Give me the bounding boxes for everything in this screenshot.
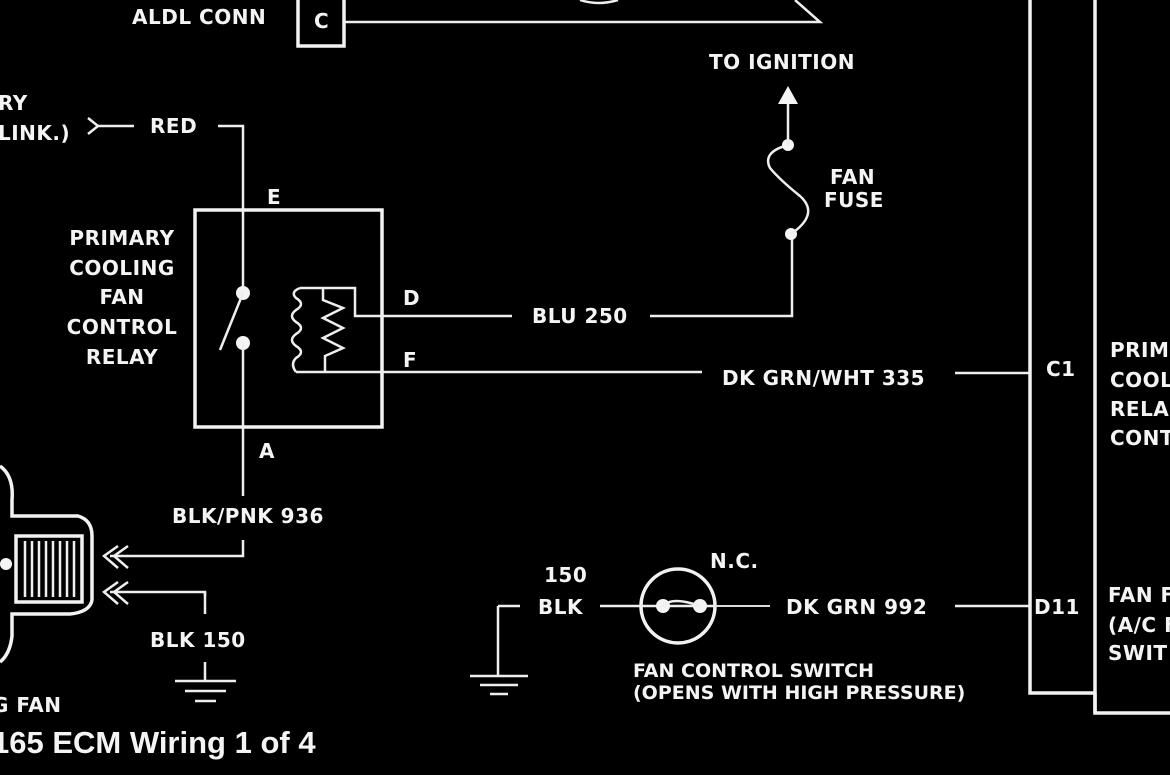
fan-motor-mount-icon (0, 558, 12, 570)
ecm-connector-outline (1028, 0, 1095, 695)
red-wire-right (218, 124, 245, 210)
ecm-pin-d11: D11 (1034, 595, 1080, 619)
ecm-pin-c1: C1 (1046, 357, 1076, 381)
blu-250-label: BLU 250 (532, 304, 628, 328)
blk-150-fan-wire (110, 590, 207, 596)
aldl-connector: ALDL CONN C (132, 0, 824, 48)
battery-label-line2: LINK.) (0, 121, 70, 145)
blk-150-num-label: 150 (544, 563, 587, 587)
coil-top-lead (300, 286, 382, 318)
ecm-c1-desc-line4: CONT (1110, 426, 1170, 450)
relay-pin-e: E (267, 185, 281, 209)
ecm-d11-desc-line3: SWIT (1108, 641, 1168, 665)
ecm-c1-desc-line3: RELA (1110, 397, 1169, 421)
blk-label: BLK (538, 595, 584, 619)
relay-pin-f: F (403, 348, 417, 372)
red-wire-label: RED (150, 114, 197, 138)
ecm-d11-desc-line2: (A/C F (1108, 613, 1170, 637)
dk-grn-wht-335-circuit: DK GRN/WHT 335 (382, 366, 1030, 390)
blk-150-label: BLK 150 (150, 628, 246, 652)
fan-motor-connector-icon (14, 534, 84, 604)
relay-label-line1: PRIMARY (69, 226, 174, 250)
connector-female-icon (87, 117, 101, 135)
relay-label-line4: CONTROL (67, 315, 178, 339)
aldl-pin-label: C (314, 9, 329, 33)
switch-arm-icon (662, 599, 701, 608)
dk-grn-wht-335-label: DK GRN/WHT 335 (722, 366, 925, 390)
to-ignition-label: TO IGNITION (709, 50, 855, 74)
fan-motor-terminals-icon (23, 541, 76, 597)
relay-coil-icon (290, 286, 303, 373)
fan-switch-label-line2: (OPENS WITH HIGH PRESSURE) (633, 682, 965, 704)
relay-pin-a: A (259, 439, 275, 463)
dk-grn-992-label: DK GRN 992 (786, 595, 927, 619)
blu-wire-right (650, 234, 794, 318)
aldl-conn-label: ALDL CONN (132, 5, 266, 29)
connector-male-icon-2 (101, 580, 129, 605)
ecm-d11-desc-line1: FAN F (1108, 583, 1170, 607)
aldl-wire (344, 0, 824, 24)
primary-cooling-fan-relay: PRIMARY COOLING FAN CONTROL RELAY E D F … (67, 185, 420, 496)
fan-fuse-label-line2: FUSE (824, 188, 884, 212)
diagram-caption: 165 ECM Wiring 1 of 4 (0, 725, 316, 760)
relay-label-line3: FAN (99, 285, 144, 309)
relay-label-line5: RELAY (86, 345, 158, 369)
relay-box (193, 208, 384, 429)
blu-250-circuit: BLU 250 TO IGNITION FAN FUSE (382, 50, 884, 328)
relay-pin-d: D (403, 286, 420, 310)
fan-fuse-icon (766, 143, 810, 236)
switch-state-label: N.C. (710, 549, 759, 573)
ecm-module: C1 D11 PRIM COOL RELA CONT FAN F (A/C F … (1028, 0, 1170, 715)
blk-pnk-936-circuit: BLK/PNK 936 BLK 150 (101, 504, 324, 703)
fan-control-switch-circuit: 150 BLK N.C. DK GRN 992 FAN CONTROL SWIT… (470, 549, 1030, 704)
arrow-up-icon (778, 86, 798, 104)
fan-motor-housing-icon (0, 464, 94, 664)
battery-feed: RY LINK.) RED (0, 91, 245, 210)
connector-male-icon (101, 544, 129, 569)
ecm-c1-desc-line1: PRIM (1110, 338, 1169, 362)
fan-fuse-label-line1: FAN (830, 165, 875, 189)
fan-motor-label: G FAN (0, 693, 61, 717)
relay-label-line2: COOLING (69, 256, 175, 280)
blk-pnk-936-label: BLK/PNK 936 (172, 504, 324, 528)
ecm-c1-desc-line2: COOL (1110, 368, 1170, 392)
blk-pnk-wire (110, 540, 245, 558)
battery-label-line1: RY (0, 91, 28, 115)
cooling-fan-motor: G FAN (0, 464, 94, 717)
fan-switch-label-line1: FAN CONTROL SWITCH (633, 660, 874, 682)
relay-switch-arm-icon (218, 292, 245, 351)
aldl-partial-symbol (579, 0, 619, 5)
relay-resistor-icon (320, 288, 347, 372)
